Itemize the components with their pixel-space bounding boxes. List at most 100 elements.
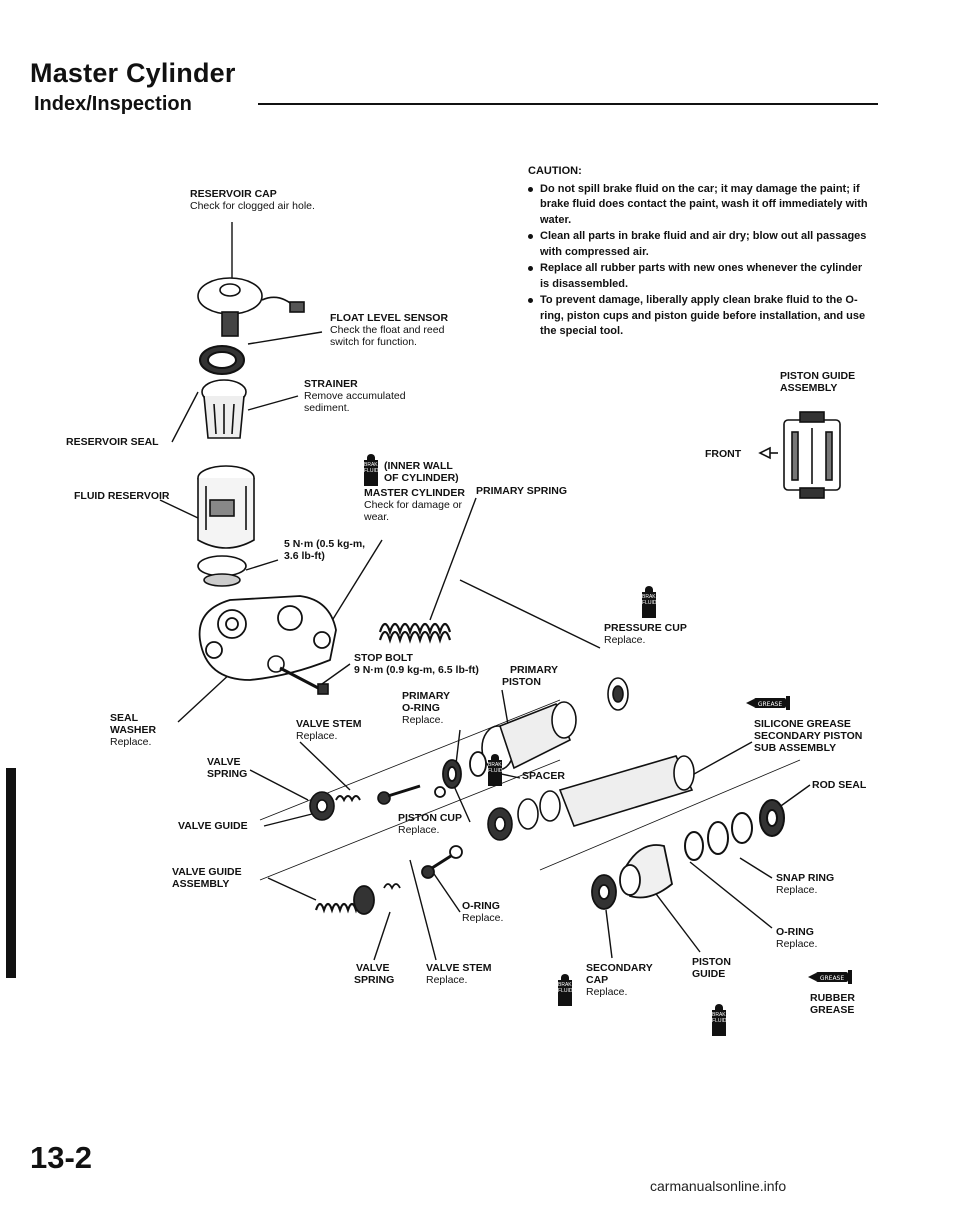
grease-tube-text: GREASE — [758, 701, 783, 708]
label-oring-right: O-RING — [776, 926, 814, 938]
primary-spring-shape — [378, 622, 452, 644]
note-oring-right: Replace. — [776, 938, 818, 950]
note-piston-cup: Replace. — [398, 824, 440, 836]
label-float-sensor: FLOAT LEVEL SENSOR — [330, 312, 449, 324]
section-subtitle: Index/Inspection — [34, 93, 192, 115]
leader-valve-spring-lower — [373, 911, 391, 961]
grease-tube-icon: GREASE — [808, 970, 852, 984]
leader-snap-ring — [739, 857, 773, 879]
label-secondary-piston-2: SUB ASSEMBLY — [754, 742, 837, 754]
note-strainer-2: sediment. — [304, 402, 350, 414]
rod-seal-shape — [684, 799, 785, 861]
label-primary-piston-1: PRIMARY — [510, 664, 559, 676]
leader-oring-mid — [429, 867, 461, 913]
leader-oring-right — [689, 861, 773, 929]
fluid-reservoir-shape — [197, 465, 255, 587]
master-cylinder-body-shape — [198, 595, 337, 681]
note-strainer-1: Remove accumulated — [304, 390, 406, 402]
leader-rod-seal — [777, 784, 811, 809]
note-valve-stem-lower: Replace. — [426, 974, 468, 986]
label-torque-1b: 3.6 lb-ft) — [284, 550, 325, 562]
label-valve-spring-upper-1: VALVE — [207, 756, 241, 768]
primary-piston-shape — [481, 677, 629, 771]
label-valve-guide-assembly-2: ASSEMBLY — [172, 878, 230, 890]
label-rubber-grease-2: GREASE — [810, 1004, 855, 1016]
label-valve-stem-lower: VALVE STEM — [426, 962, 492, 974]
subtitle-rule — [258, 103, 878, 105]
reservoir-seal-shape — [199, 345, 245, 375]
note-primary-oring: Replace. — [402, 714, 444, 726]
note-master-cylinder-2: wear. — [364, 511, 390, 523]
label-stop-bolt: STOP BOLT — [354, 652, 413, 664]
note-seal-washer: Replace. — [110, 736, 152, 748]
brake-fluid-badge-icon: BRAKE FLUID — [558, 974, 575, 1006]
label-seal-washer-2: WASHER — [110, 724, 157, 736]
label-reservoir-seal: RESERVOIR SEAL — [66, 436, 159, 448]
label-seal-washer-1: SEAL — [110, 712, 139, 724]
label-valve-spring-lower-1: VALVE — [356, 962, 390, 974]
label-inner-wall-1: (INNER WALL — [384, 460, 453, 472]
leader-strainer — [247, 395, 299, 411]
label-primary-oring-2: O-RING — [402, 702, 440, 714]
primary-seals-shape — [434, 751, 487, 798]
label-piston-guide-assembly-2: ASSEMBLY — [780, 382, 838, 394]
page-number: 13-2 — [30, 1140, 93, 1175]
label-valve-guide-assembly-1: VALVE GUIDE — [172, 866, 242, 878]
note-snap-ring: Replace. — [776, 884, 818, 896]
label-primary-piston-2: PISTON — [502, 676, 541, 688]
label-piston-guide-2: GUIDE — [692, 968, 726, 980]
label-valve-spring-lower-2: SPRING — [354, 974, 395, 986]
note-pressure-cup: Replace. — [604, 634, 646, 646]
leader-stop-bolt — [321, 663, 351, 685]
piston-guide-assembly-shape — [758, 411, 841, 499]
label-master-cylinder: MASTER CYLINDER — [364, 487, 465, 499]
leader-valve-spring-upper — [249, 769, 309, 801]
label-pressure-cup: PRESSURE CUP — [604, 622, 687, 634]
piston-guide-shape — [591, 844, 673, 910]
note-reservoir-cap: Check for clogged air hole. — [190, 200, 315, 212]
caution-item: Replace all rubber parts with new ones w… — [528, 261, 873, 292]
label-fluid-reservoir: FLUID RESERVOIR — [74, 490, 170, 502]
caution-heading: CAUTION: — [528, 165, 582, 177]
grease-tube-text: GREASE — [820, 975, 845, 982]
label-inner-wall-2: OF CYLINDER) — [384, 472, 459, 484]
label-strainer: STRAINER — [304, 378, 358, 390]
leader-seal-washer — [177, 671, 233, 723]
label-torque-1a: 5 N·m (0.5 kg-m, — [284, 538, 366, 550]
caution-block: CAUTION: Do not spill brake fluid on the… — [528, 164, 873, 341]
leader-float-sensor — [247, 331, 323, 345]
page-title: Master Cylinder — [30, 58, 236, 88]
section-tab-marker — [6, 768, 16, 978]
label-secondary-piston-1: SECONDARY PISTON — [754, 730, 863, 742]
leader-torque1 — [245, 559, 279, 571]
leader-fluid-reservoir — [159, 499, 199, 519]
label-rod-seal: ROD SEAL — [812, 779, 867, 791]
leader-valve-stem-lower — [409, 859, 437, 961]
leader-valve-guide — [263, 811, 321, 827]
reservoir-cap-shape — [197, 277, 305, 337]
label-snap-ring: SNAP RING — [776, 872, 835, 884]
label-valve-guide: VALVE GUIDE — [178, 820, 248, 832]
label-rubber-grease-1: RUBBER — [810, 992, 855, 1004]
note-oring-mid: Replace. — [462, 912, 504, 924]
brake-fluid-badge-icon: BRAKE FLUID — [488, 754, 505, 786]
note-valve-stem-upper: Replace. — [296, 730, 338, 742]
label-reservoir-cap: RESERVOIR CAP — [190, 188, 277, 200]
leader-pressure-cup — [459, 579, 601, 649]
note-master-cylinder-1: Check for damage or — [364, 499, 463, 511]
brake-fluid-badge-icon: BRAKE FLUID — [364, 454, 381, 486]
secondary-piston-shape — [487, 755, 695, 841]
strainer-shape — [201, 379, 247, 439]
label-oring-mid: O-RING — [462, 900, 500, 912]
leader-reservoir-seal — [171, 391, 199, 443]
label-piston-guide-assembly-1: PISTON GUIDE — [780, 370, 856, 382]
label-secondary-cap-1: SECONDARY — [586, 962, 653, 974]
label-piston-cup: PISTON CUP — [398, 812, 462, 824]
caution-item: Do not spill brake fluid on the car; it … — [528, 182, 873, 229]
note-secondary-cap: Replace. — [586, 986, 628, 998]
label-front: FRONT — [705, 448, 742, 460]
label-silicone-grease: SILICONE GREASE — [754, 718, 851, 730]
leader-primary-oring — [455, 729, 461, 765]
label-valve-spring-upper-2: SPRING — [207, 768, 248, 780]
